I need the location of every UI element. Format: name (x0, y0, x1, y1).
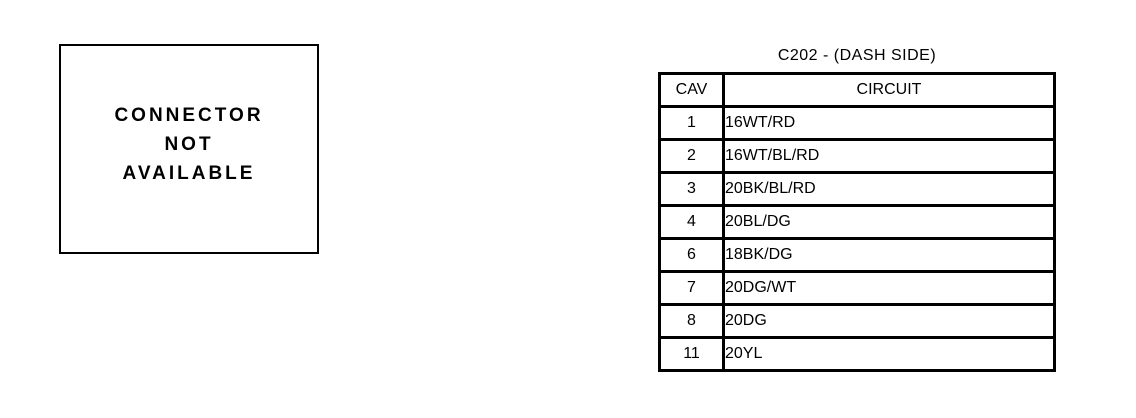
column-header-circuit: CIRCUIT (722, 72, 1056, 108)
circuit-cell: 20DG/WT (722, 270, 1056, 306)
cav-cell: 3 (658, 171, 725, 207)
cav-cell: 2 (658, 138, 725, 174)
connector-table-title: C202 - (DASH SIDE) (777, 47, 937, 64)
cav-cell: 7 (658, 270, 725, 306)
cav-cell: 8 (658, 303, 725, 339)
circuit-cell: 16WT/BL/RD (722, 138, 1056, 174)
circuit-cell: 20BK/BL/RD (722, 171, 1056, 207)
connector-not-available-box: CONNECTOR NOT AVAILABLE (59, 44, 319, 254)
notice-line-2: NOT (164, 133, 214, 155)
notice-line-1: CONNECTOR (114, 104, 264, 126)
notice-line-3: AVAILABLE (122, 162, 256, 184)
circuit-cell: 20DG (722, 303, 1056, 339)
cav-cell: 4 (658, 204, 725, 240)
circuit-cell: 20YL (722, 336, 1056, 372)
cav-cell: 11 (658, 336, 725, 372)
circuit-cell: 18BK/DG (722, 237, 1056, 273)
circuit-cell: 20BL/DG (722, 204, 1056, 240)
column-header-cav: CAV (658, 72, 725, 108)
circuit-cell: 16WT/RD (722, 105, 1056, 141)
table-header-row: CAV CIRCUIT (658, 72, 1056, 108)
cav-cell: 6 (658, 237, 725, 273)
cav-cell: 1 (658, 105, 725, 141)
